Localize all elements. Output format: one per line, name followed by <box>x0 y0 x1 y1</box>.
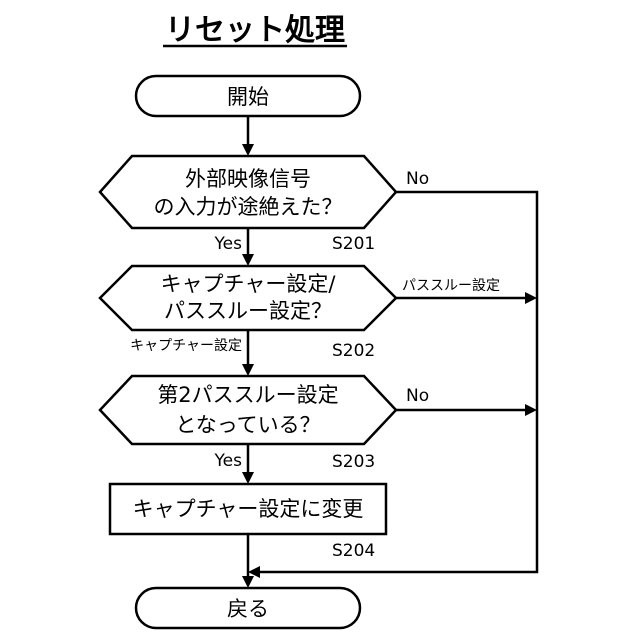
decision3-line1: 第2パススルー設定 <box>157 383 338 407</box>
decision3-line2: となっている？ <box>175 413 320 437</box>
arrow-d3-right <box>525 404 537 416</box>
diagram-title: リセット処理 <box>165 13 345 48</box>
decision2-line2: パススルー設定？ <box>164 299 332 323</box>
arrow-d1-d2 <box>242 254 254 266</box>
decision1-no-label: No <box>406 169 429 189</box>
step-label-s201: S201 <box>332 234 375 254</box>
decision3-no-label: No <box>406 386 429 406</box>
start-label: 開始 <box>227 85 269 109</box>
decision1-yes-label: Yes <box>214 234 243 254</box>
step-label-s203: S203 <box>332 452 375 472</box>
process1-label: キャプチャー設定に変更 <box>133 497 364 521</box>
end-label: 戻る <box>227 597 269 621</box>
decision2-down-label: キャプチャー設定 <box>130 338 242 354</box>
arrow-d2-d3 <box>242 364 254 376</box>
decision3-yes-label: Yes <box>214 451 243 471</box>
decision2-line1: キャプチャー設定/ <box>161 272 337 296</box>
arrow-process-end <box>242 576 254 588</box>
step-label-s204: S204 <box>332 541 375 561</box>
arrow-d3-process <box>242 472 254 484</box>
decision1-line1: 外部映像信号 <box>185 167 311 191</box>
arrow-d2-right <box>525 292 537 304</box>
arrow-start-d1 <box>242 144 254 156</box>
step-label-s202: S202 <box>332 341 375 361</box>
decision1-line2: の入力が途絶えた？ <box>154 195 343 219</box>
decision2-right-label: パススルー設定 <box>402 278 500 294</box>
